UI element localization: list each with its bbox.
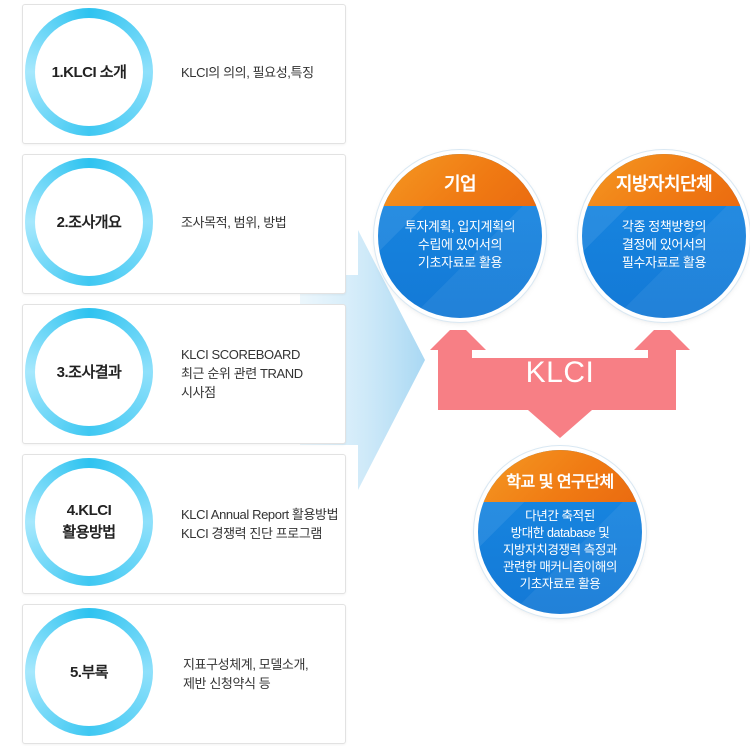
section-ring bbox=[25, 158, 153, 286]
bubble-description: 다년간 축적된 방대한 database 및 지방자치경쟁력 측정과 관련한 매… bbox=[502, 509, 618, 591]
section-ring bbox=[25, 308, 153, 436]
section-description: 조사목적, 범위, 방법 bbox=[181, 215, 287, 230]
section-card-overview: 2.조사개요 조사목적, 범위, 방법 bbox=[22, 154, 346, 294]
bubble-title: 지방자치단체 bbox=[582, 154, 746, 206]
klci-distribution-arrow bbox=[430, 330, 690, 438]
bubble-description: 각종 정책방향의 결정에 있어서의 필수자료로 활용 bbox=[621, 219, 707, 270]
section-card-results: 3.조사결과 KLCI SCOREBOARD 최근 순위 관련 TRAND 시사… bbox=[22, 304, 346, 444]
section-title: 3.조사결과 bbox=[56, 364, 122, 381]
section-card-appendix: 5.부록 지표구성체계, 모델소개, 제반 신청약식 등 bbox=[22, 604, 346, 744]
section-title: 2.조사개요 bbox=[56, 214, 122, 231]
section-ring bbox=[25, 8, 153, 136]
bubble-company: 기업 투자계획, 입지계획의 수립에 있어서의 기초자료로 활용 bbox=[378, 154, 542, 318]
klci-center-label: KLCI bbox=[525, 356, 595, 389]
bubble-description: 투자계획, 입지계획의 수립에 있어서의 기초자료로 활용 bbox=[404, 219, 516, 270]
bubble-title: 학교 및 연구단체 bbox=[478, 450, 642, 502]
section-title: 5.부록 bbox=[69, 664, 109, 681]
bubble-school-research: 학교 및 연구단체 다년간 축적된 방대한 database 및 지방자치경쟁력… bbox=[478, 450, 642, 614]
section-title: 1.KLCI 소개 bbox=[51, 64, 127, 81]
section-card-intro: 1.KLCI 소개 KLCI의 의의, 필요성,특징 bbox=[22, 4, 346, 144]
bubble-title: 기업 bbox=[378, 154, 542, 206]
section-title: 4.KLCI 활용방법 bbox=[62, 502, 116, 541]
section-description: KLCI SCOREBOARD 최근 순위 관련 TRAND 시사점 bbox=[181, 347, 303, 400]
bubble-local-government: 지방자치단체 각종 정책방향의 결정에 있어서의 필수자료로 활용 bbox=[582, 154, 746, 318]
section-ring bbox=[25, 608, 153, 736]
section-card-usage: 4.KLCI 활용방법 KLCI Annual Report 활용방법 KLCI… bbox=[22, 454, 346, 594]
section-description: 지표구성체계, 모델소개, 제반 신청약식 등 bbox=[183, 657, 309, 691]
section-description: KLCI Annual Report 활용방법 KLCI 경쟁력 진단 프로그램 bbox=[181, 507, 339, 541]
section-description: KLCI의 의의, 필요성,특징 bbox=[181, 65, 314, 80]
section-ring bbox=[25, 458, 153, 586]
